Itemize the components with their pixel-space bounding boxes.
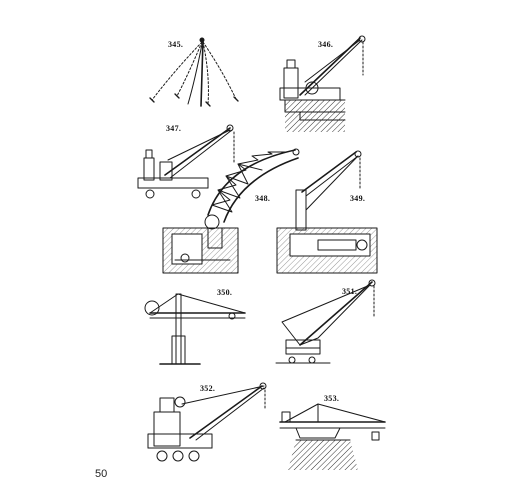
figure-351-truck-crane-drawing (275, 279, 376, 364)
figure-label-353: 353. (324, 394, 340, 403)
figure-label-352: 352. (200, 384, 216, 393)
page-number: 50 (95, 468, 108, 480)
figure-label-349: 349. (350, 194, 366, 203)
figure-349-pit-crane-drawing (276, 150, 378, 274)
figure-label-350: 350. (217, 288, 233, 297)
figure-label-351: 351. (342, 287, 358, 296)
figure-353-cantilever-crane-drawing (279, 403, 386, 470)
figure-348-lattice-jib-crane-drawing (162, 148, 300, 274)
figure-label-345: 345. (168, 40, 184, 49)
figure-346-wall-crane-drawing (279, 35, 366, 132)
figure-label-348: 348. (255, 194, 271, 203)
figure-352-steam-crane-drawing (147, 382, 267, 462)
figure-347-wagon-crane-drawing (137, 124, 235, 199)
figure-345-guyed-pole-drawing (149, 37, 239, 107)
figure-label-347: 347. (166, 124, 182, 133)
figure-label-346: 346. (318, 40, 334, 49)
figure-350-column-crane-drawing (144, 293, 246, 365)
